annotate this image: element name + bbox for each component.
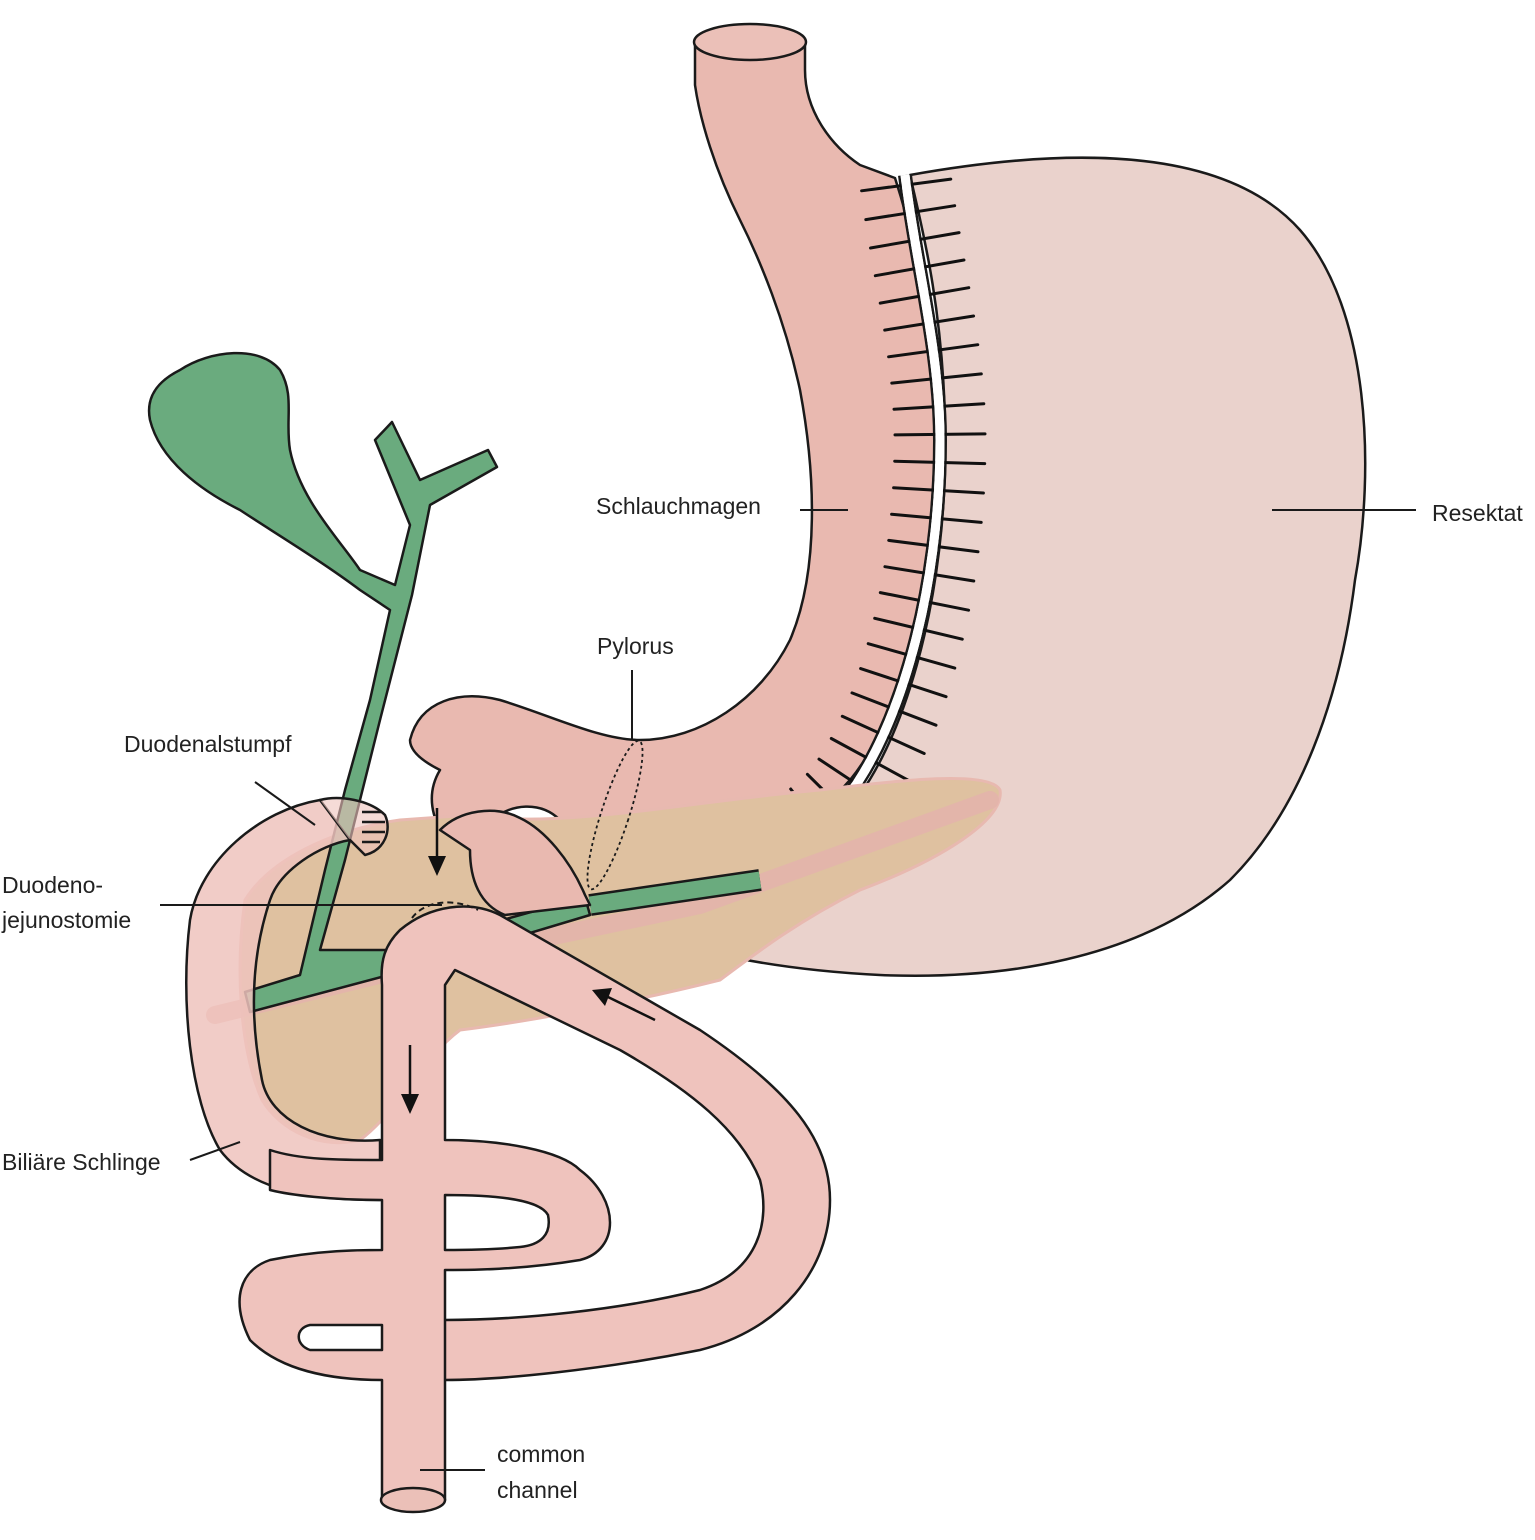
- small-intestine-loops: [238, 905, 832, 1502]
- gallbladder: [147, 351, 592, 1014]
- flow-arrow-down-2: [401, 1045, 419, 1114]
- common-channel-end: [379, 1486, 447, 1514]
- stump-sutures: [362, 810, 385, 844]
- duodenal-bulb: [438, 809, 592, 917]
- flow-arrow-up-left: [592, 988, 656, 1022]
- anastomosis-arc: [411, 901, 479, 919]
- esophagus-opening: [692, 22, 808, 62]
- loop-inner-1: [443, 1193, 551, 1252]
- label-duodenalstumpf: Duodenalstumpf: [124, 731, 292, 757]
- label-pylorus: Pylorus: [597, 633, 674, 659]
- label-duodeno-line2: jejunostomie: [1, 907, 131, 933]
- label-schlauchmagen: Schlauchmagen: [596, 493, 761, 519]
- loop-inner-2: [297, 1323, 384, 1352]
- label-duodeno-line1: Duodeno-: [2, 872, 103, 898]
- pylorus-ring: [586, 739, 644, 891]
- bile-duct-extension-fill: [588, 871, 762, 914]
- label-resektat: Resektat: [1432, 500, 1523, 526]
- label-common-line2: channel: [497, 1477, 578, 1503]
- flow-arrow-down-1: [428, 808, 446, 876]
- label-biliaere-schlinge: Biliäre Schlinge: [2, 1149, 161, 1175]
- leader-biliaere: [189, 1141, 241, 1161]
- leader-duodenalstumpf: [254, 781, 316, 826]
- label-common-line1: common: [497, 1441, 585, 1467]
